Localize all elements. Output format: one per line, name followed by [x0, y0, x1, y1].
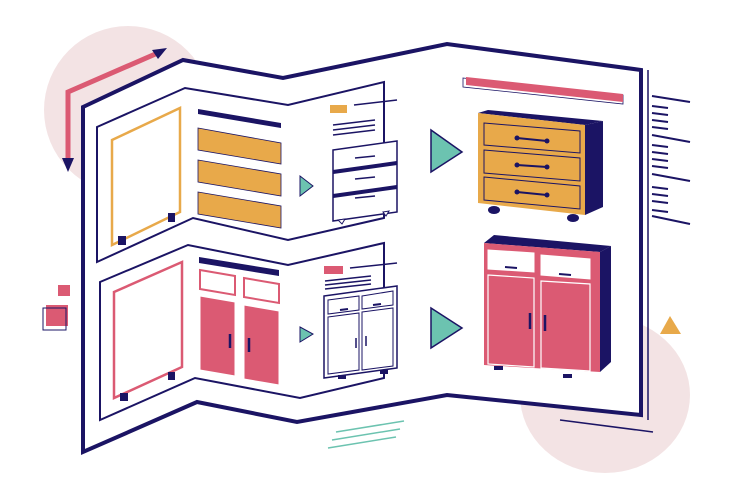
- cabinet-instruction-sheet: [323, 262, 398, 379]
- cabinet-side-panel: [112, 260, 184, 401]
- arrow-right-icon: [430, 128, 464, 174]
- arrow-right-icon: [430, 306, 464, 350]
- drawer-fronts: [197, 109, 282, 229]
- cabinet: [484, 235, 611, 378]
- bottom-row-frames: [99, 241, 385, 422]
- square-icon: [42, 285, 70, 331]
- drawer-side-panel: [110, 106, 182, 247]
- arrow-right-icon: [299, 174, 314, 198]
- decorative-lines: [327, 420, 405, 449]
- header-bar: [462, 77, 624, 105]
- top-row-frames: [96, 80, 385, 264]
- ruler-icon: [651, 95, 691, 225]
- triangle-icon: [660, 316, 681, 334]
- drawer-instruction-sheet: [330, 99, 398, 225]
- corner-arrow-icon: [62, 48, 167, 172]
- cabinet-door-parts: [199, 257, 280, 386]
- arrow-right-icon: [299, 326, 315, 343]
- chest-of-drawers: [478, 110, 603, 222]
